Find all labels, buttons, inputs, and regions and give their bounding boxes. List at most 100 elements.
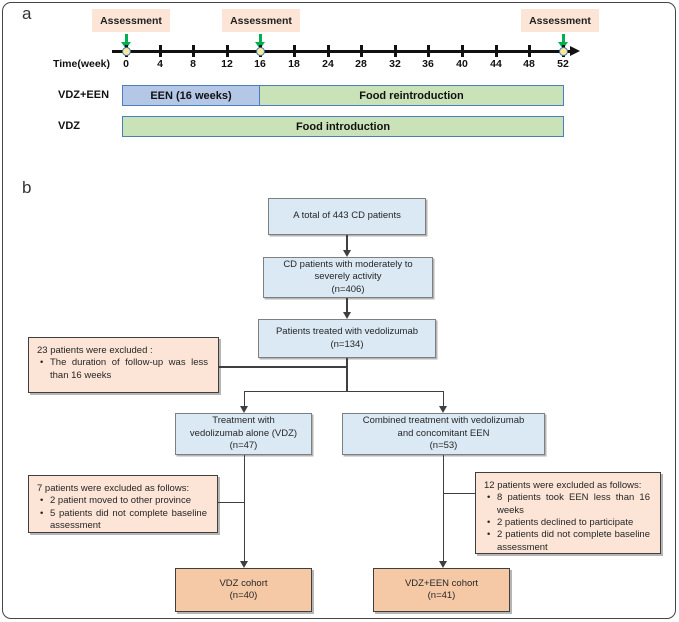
tick-mark — [226, 45, 229, 57]
exclusion-bullet: • 2 patients did not complete baseline a… — [487, 529, 650, 553]
flow-box-line: severely activity — [314, 271, 382, 283]
bullet-icon: • — [40, 507, 44, 519]
tick-label: 24 — [322, 58, 334, 70]
tick-label: 40 — [456, 58, 468, 70]
time-axis-label: Time(week) — [53, 58, 110, 70]
connector-arrow-icon — [439, 561, 447, 568]
cohort-box-vdz-een: VDZ+EEN cohort (n=41) — [373, 568, 510, 612]
tick-label: 44 — [490, 58, 502, 70]
exclusion-box-vdz: 7 patients were excluded as follows: • 2… — [28, 475, 218, 533]
bar-food-introduction: Food introduction — [122, 116, 564, 137]
cohort-box-line: VDZ+EEN cohort — [404, 577, 479, 589]
flow-box-severity: CD patients with moderately to severely … — [263, 257, 433, 298]
cohort-box-line: (n=41) — [427, 590, 456, 601]
assessment-box-week52: Assessment — [521, 9, 599, 32]
down-arrow-icon — [561, 34, 565, 43]
exclusion-header: 23 patients were excluded : — [37, 345, 153, 356]
tick-label: 52 — [557, 58, 569, 70]
connector-arrow-icon — [343, 312, 351, 319]
tick-mark — [293, 45, 296, 57]
connector-line — [346, 298, 348, 314]
tick-mark — [461, 45, 464, 57]
tick-label: 18 — [288, 58, 300, 70]
exclusion-bullet: • 5 patients did not complete baseline a… — [40, 507, 207, 532]
flow-box-line: and concomitant EEN — [397, 427, 490, 439]
tick-mark — [360, 45, 363, 57]
tick-label: 48 — [523, 58, 535, 70]
time-axis — [112, 50, 572, 53]
cohort-box-vdz: VDZ cohort (n=40) — [175, 568, 312, 612]
bullet-icon: • — [487, 517, 491, 529]
exclusion-header: 12 patients were excluded as follows: — [484, 480, 642, 491]
timepoint-marker — [558, 46, 568, 56]
panel-a-label: a — [22, 4, 32, 23]
flow-box-line: CD patients with moderately to — [283, 258, 413, 270]
exclusion-bullet: • The duration of follow-up was less tha… — [40, 357, 208, 381]
time-axis-arrowhead-icon — [570, 46, 580, 56]
connector-line — [444, 492, 476, 494]
flow-box-total: A total of 443 CD patients — [268, 198, 426, 235]
tick-mark — [495, 45, 498, 57]
row-label-vdz-een: VDZ+EEN — [58, 89, 110, 101]
tick-label: 12 — [221, 58, 233, 70]
flow-box-line: (n=406) — [331, 283, 365, 295]
tick-label: 16 — [254, 58, 266, 70]
flow-box-line: (n=134) — [330, 338, 364, 350]
bullet-icon: • — [487, 529, 491, 541]
connector-arrow-icon — [240, 406, 248, 413]
row-label-vdz: VDZ — [58, 120, 80, 132]
bar-food-reintroduction: Food reintroduction — [259, 85, 564, 106]
flow-box-vdz: Treatment with vedolizumab alone (VDZ) (… — [175, 413, 312, 455]
flow-box-line: A total of 443 CD patients — [293, 210, 401, 222]
connector-line — [243, 455, 245, 563]
flow-box-line: (n=47) — [229, 440, 258, 452]
bullet-icon: • — [40, 495, 44, 507]
tick-label: 36 — [422, 58, 434, 70]
assessment-box-week16: Assessment — [222, 9, 300, 32]
timepoint-marker — [255, 46, 265, 56]
bar-een-segment: EEN (16 weeks) — [122, 85, 260, 106]
connector-line — [219, 366, 347, 368]
connector-arrow-icon — [343, 250, 351, 257]
connector-line — [442, 455, 444, 563]
exclusion-bullet: • 2 patient moved to other province — [40, 495, 192, 507]
exclusion-box-vdz-een: 12 patients were excluded as follows: • … — [475, 472, 661, 554]
flow-box-vedolizumab: Patients treated with vedolizumab (n=134… — [258, 319, 436, 358]
exclusion-box-followup: 23 patients were excluded : • The durati… — [28, 337, 219, 393]
flow-box-line: Treatment with — [212, 415, 275, 427]
tick-mark — [327, 45, 330, 57]
flow-box-line: vedolizumab alone (VDZ) — [189, 427, 298, 439]
exclusion-bullet: • 2 patients declined to participate — [487, 517, 634, 529]
connector-arrow-icon — [240, 561, 248, 568]
flow-box-vdz-een: Combined treatment with vedolizumab and … — [342, 413, 545, 455]
timepoint-marker — [121, 46, 131, 56]
tick-mark — [528, 45, 531, 57]
tick-mark — [427, 45, 430, 57]
connector-arrow-icon — [439, 406, 447, 413]
tick-mark — [159, 45, 162, 57]
tick-label: 4 — [157, 58, 163, 70]
flow-box-line: Patients treated with vedolizumab — [275, 326, 419, 338]
flow-box-line: Combined treatment with vedolizumab — [362, 415, 525, 427]
bullet-icon: • — [487, 492, 491, 504]
down-arrow-icon — [124, 34, 128, 43]
down-arrow-icon — [258, 34, 262, 43]
tick-mark — [394, 45, 397, 57]
exclusion-bullet: • 8 patients took EEN less than 16 weeks — [487, 492, 650, 516]
tick-mark — [192, 45, 195, 57]
flow-box-line: (n=53) — [429, 440, 458, 452]
assessment-box-week0: Assessment — [92, 9, 170, 32]
connector-line — [243, 390, 245, 407]
panel-b-label: b — [22, 178, 32, 197]
tick-label: 0 — [123, 58, 129, 70]
connector-line — [218, 501, 244, 503]
tick-label: 28 — [355, 58, 367, 70]
connector-line — [346, 235, 348, 252]
tick-label: 32 — [389, 58, 401, 70]
tick-label: 8 — [190, 58, 196, 70]
bullet-icon: • — [40, 357, 44, 369]
connector-line — [243, 390, 444, 392]
exclusion-header: 7 patients were excluded as follows: — [37, 483, 190, 494]
cohort-box-line: (n=40) — [229, 590, 258, 601]
